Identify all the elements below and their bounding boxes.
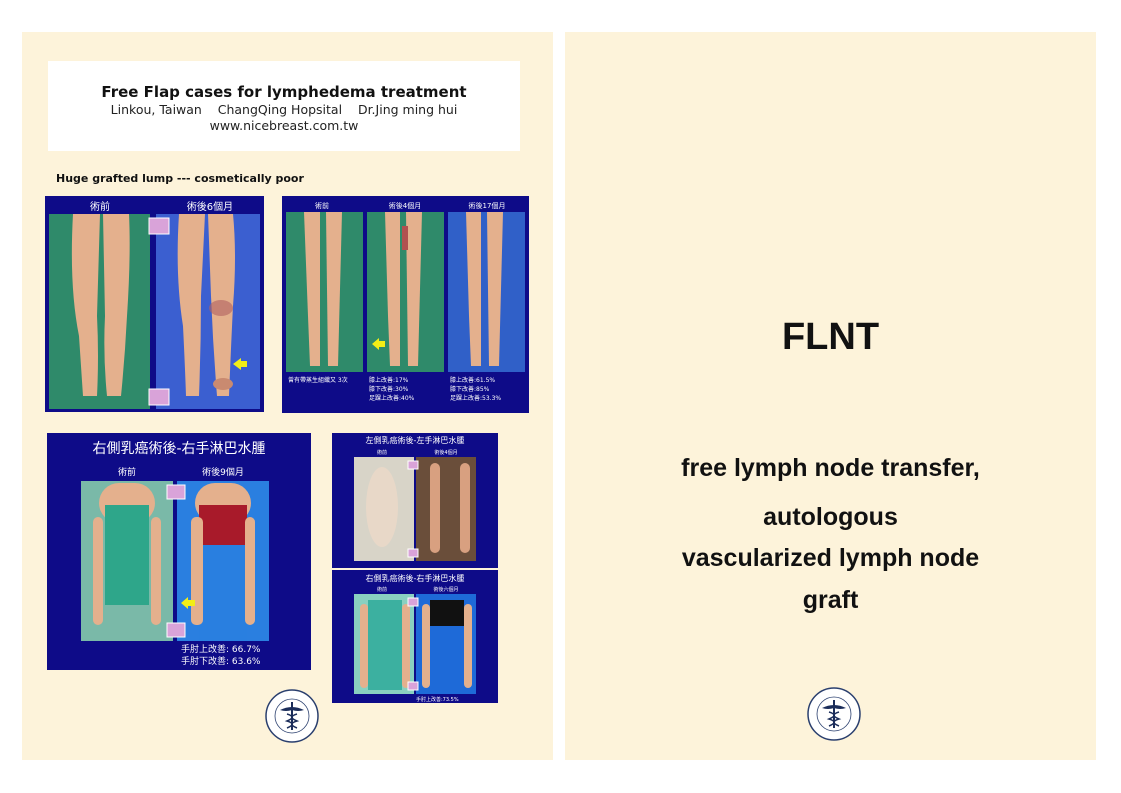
header-subtitle: Linkou, Taiwan ChangQing Hopsital Dr.Jin… bbox=[110, 102, 458, 117]
hospital-seal-icon bbox=[265, 689, 319, 743]
photo1-label-after: 術後6個月 bbox=[187, 200, 233, 213]
header-url: www.nicebreast.com.tw bbox=[209, 118, 359, 133]
photo5-title: 右側乳癌術後-右手淋巴水腫 bbox=[366, 573, 465, 583]
photo3-note-1: 手肘下改善: 63.6% bbox=[181, 655, 261, 667]
photo-legs-2: 術前 術後4個月 術後17個月 曾有帶蒸生組織又 3次 膝上改善:17% 膝下改… bbox=[282, 196, 529, 413]
photo5-note: 手肘上改善:73.5% bbox=[416, 696, 459, 703]
photo5-label-after: 術後六個月 bbox=[433, 586, 458, 593]
caption: Huge grafted lump --- cosmetically poor bbox=[56, 172, 304, 185]
photo-arm-3: 右側乳癌術後-右手淋巴水腫 術前 術後六個月 手肘上改善:73.5% bbox=[332, 570, 498, 703]
photo3-label-before: 術前 bbox=[118, 466, 136, 478]
flnt-heading: FLNT bbox=[781, 316, 880, 358]
desc-line-1: free lymph node transfer, bbox=[681, 454, 980, 482]
photo2-note-1: 膝上改善:17% 膝下改善:30% 足踝上改善:40% bbox=[369, 377, 415, 402]
photo4-label-before: 術前 bbox=[377, 449, 387, 456]
left-slide: Free Flap cases for lymphedema treatment… bbox=[22, 32, 553, 760]
photo2-note-2: 膝上改善:61.5% 膝下改善:85% 足踝上改善:53.3% bbox=[450, 377, 502, 402]
header-title: Free Flap cases for lymphedema treatment bbox=[101, 83, 467, 101]
photo2-label-2: 術後17個月 bbox=[469, 201, 506, 210]
photo3-label-after: 術後9個月 bbox=[202, 466, 244, 478]
photo3-note-0: 手肘上改善: 66.7% bbox=[181, 643, 261, 655]
photo5-label-before: 術前 bbox=[377, 586, 387, 593]
photo2-note-0: 曾有帶蒸生組織又 3次 bbox=[288, 376, 348, 384]
photo3-title: 右側乳癌術後-右手淋巴水腫 bbox=[92, 441, 265, 457]
photo2-label-1: 術後4個月 bbox=[389, 201, 421, 210]
photo4-title: 左側乳癌術後-左手淋巴水腫 bbox=[366, 435, 465, 445]
desc-line-4: graft bbox=[802, 586, 859, 614]
photo1-label-before: 術前 bbox=[90, 200, 110, 213]
desc-line-3: vascularized lymph node bbox=[681, 544, 980, 572]
desc-line-2: autologous bbox=[763, 503, 898, 531]
hospital-seal-icon bbox=[807, 687, 861, 741]
photo-arm-2: 左側乳癌術後-左手淋巴水腫 術前 術後4個月 bbox=[332, 433, 498, 568]
photo-arm-1: 右側乳癌術後-右手淋巴水腫 術前 術後9個月 手肘上改善: 66.7% 手肘下改… bbox=[47, 433, 311, 670]
photo-legs-1: 術前 術後6個月 bbox=[45, 196, 264, 412]
photo2-label-0: 術前 bbox=[315, 201, 329, 210]
header-box: Free Flap cases for lymphedema treatment… bbox=[48, 61, 520, 151]
right-slide: FLNT free lymph node transfer, autologou… bbox=[565, 32, 1096, 760]
photo4-label-after: 術後4個月 bbox=[434, 449, 457, 456]
